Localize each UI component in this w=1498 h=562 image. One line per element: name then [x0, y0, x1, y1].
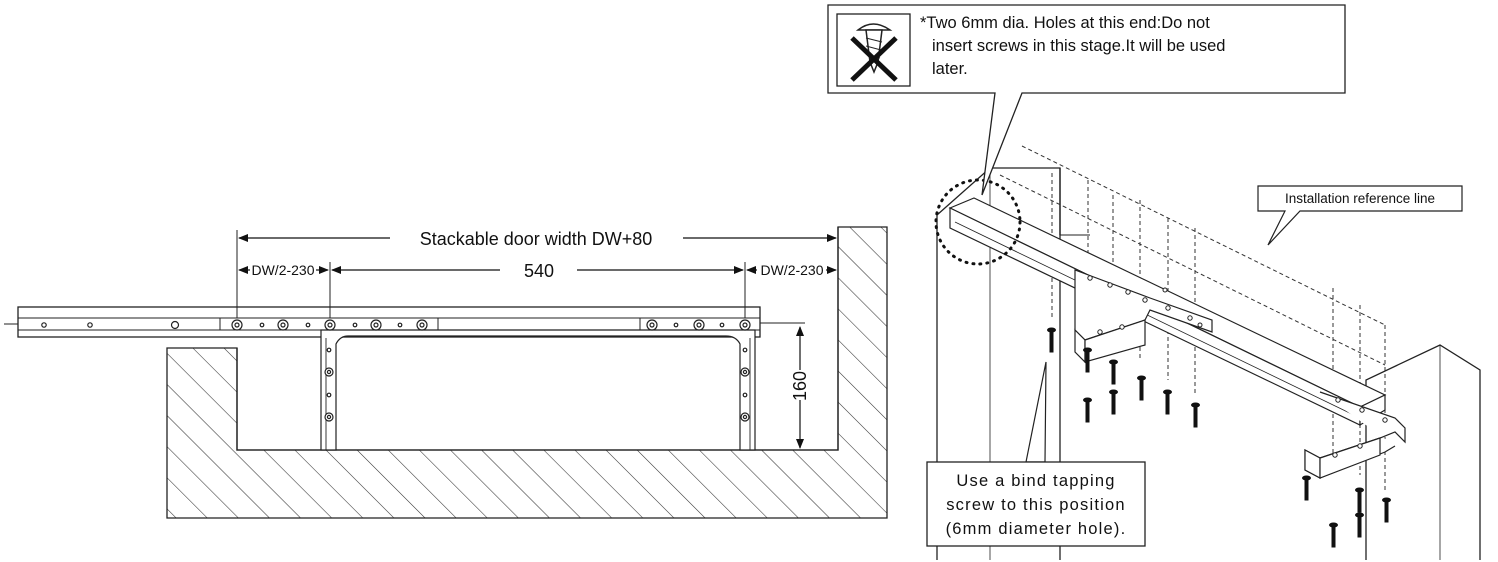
perspective-bracket-right: [1304, 391, 1406, 479]
wall-opening: [236, 227, 839, 451]
no-screw-icon: [850, 23, 898, 82]
dimension-height: 160: [785, 326, 838, 451]
dimension-overall-width: Stackable door width DW+80: [236, 229, 837, 318]
screw-note-callout: Use a bind tapping screw to this positio…: [926, 361, 1146, 547]
warning-note-line1: *Two 6mm dia. Holes at this end:Do not: [920, 14, 1210, 32]
right-wall: [1365, 344, 1481, 560]
screws: [1047, 327, 1391, 548]
dimension-spans: DW/2-230 540 DW/2-230: [238, 261, 839, 318]
plan-view-drawing: Stackable door width DW+80 DW/2-230 540 …: [4, 226, 888, 519]
reference-label: Installation reference line: [1285, 191, 1435, 206]
perspective-bracket-left: [1074, 269, 1213, 364]
rail-holes: [41, 319, 751, 422]
overall-width-label: Stackable door width DW+80: [420, 229, 653, 249]
left-offset-label: DW/2-230: [251, 262, 314, 278]
screw-note-line3: (6mm diameter hole).: [946, 520, 1127, 538]
highlight-circle: [934, 178, 1022, 266]
bracket-left: [320, 329, 756, 451]
reference-label-callout: Installation reference line: [1257, 185, 1463, 246]
perspective-drawing: *Two 6mm dia. Holes at this end:Do not i…: [827, 4, 1481, 560]
height-label: 160: [790, 371, 810, 401]
screw-note-line2: screw to this position: [946, 496, 1126, 514]
center-span-label: 540: [524, 261, 554, 281]
warning-note-line2: insert screws in this stage.It will be u…: [932, 37, 1225, 55]
warning-callout: *Two 6mm dia. Holes at this end:Do not i…: [827, 4, 1346, 196]
warning-note-line3: later.: [932, 60, 968, 78]
screw-note-line1: Use a bind tapping: [956, 472, 1115, 490]
right-offset-label: DW/2-230: [760, 262, 823, 278]
